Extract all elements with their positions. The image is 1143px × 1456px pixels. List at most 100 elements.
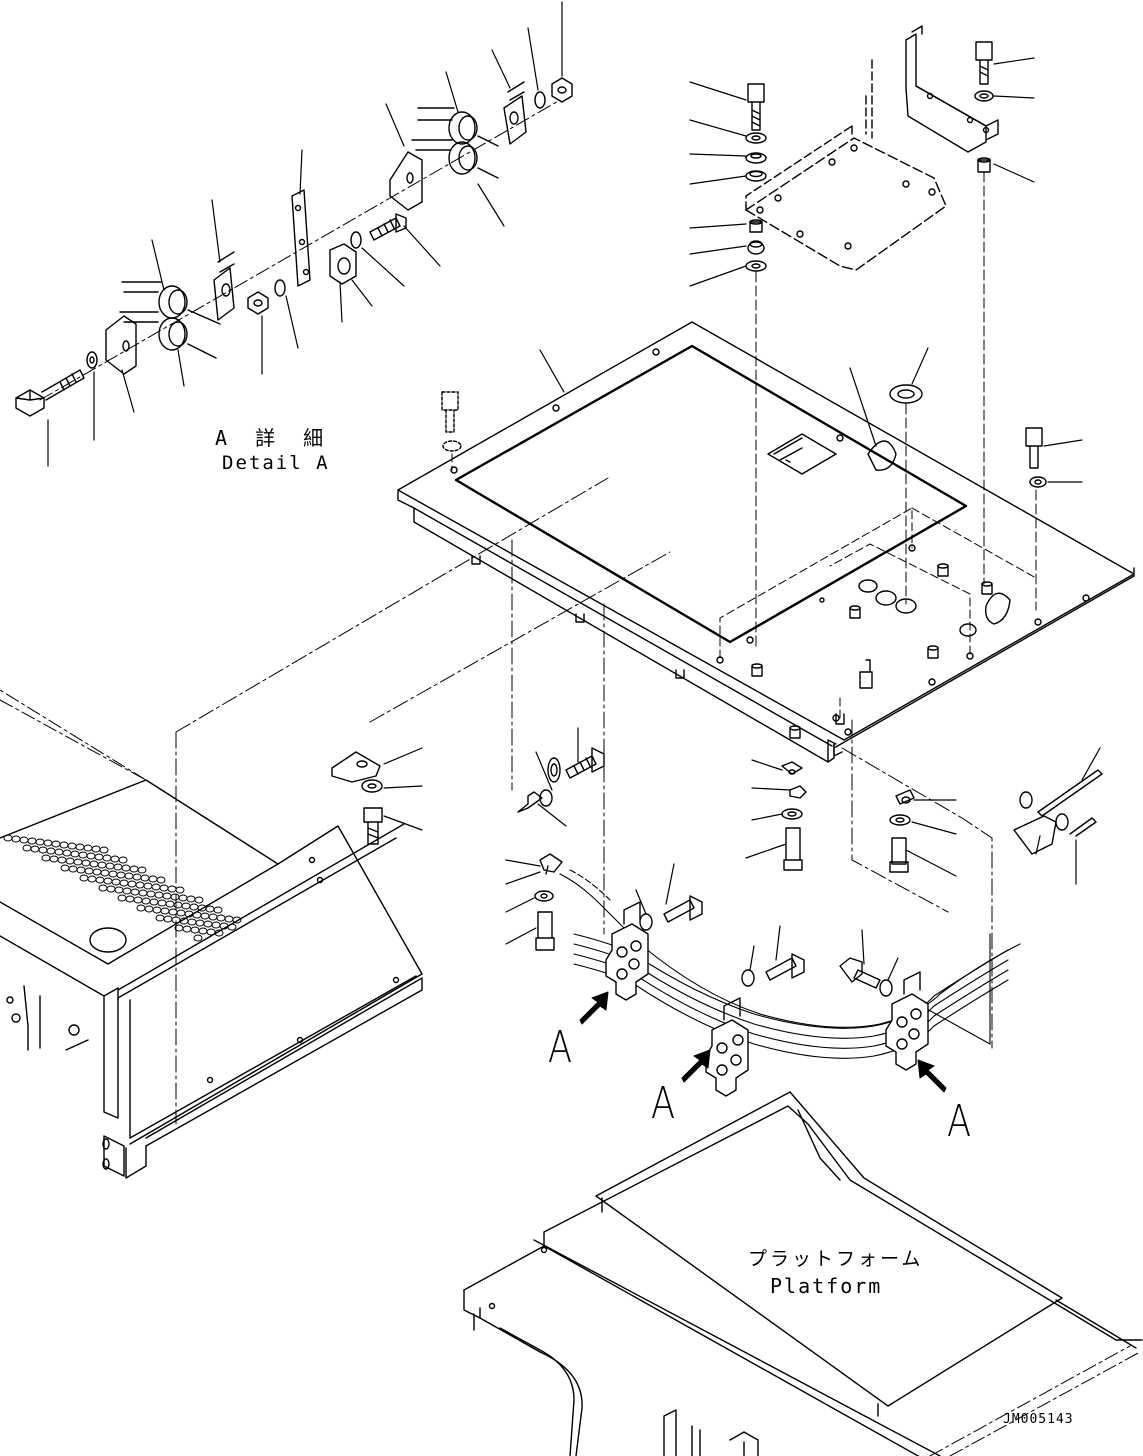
hose-fitting [540, 854, 562, 874]
perforation-hole [52, 841, 60, 847]
detail-clip-upper [390, 152, 422, 210]
detail-bolt-mid [370, 214, 406, 240]
perforation-hole [106, 863, 114, 869]
perforation-hole [96, 877, 104, 883]
perforation-hole [66, 858, 74, 864]
perforation-hole [123, 888, 131, 894]
perforation-hole [39, 847, 47, 853]
perforation-hole [134, 897, 142, 903]
clamp-blocks [606, 902, 928, 1096]
perforation-hole [90, 861, 98, 867]
view-marker-a-2: A [651, 1078, 676, 1129]
perforation-hole [176, 887, 184, 893]
perforation-hole [233, 917, 241, 923]
perforation-hole [160, 885, 168, 891]
perforation-holes [4, 835, 241, 941]
perforation-hole [60, 842, 68, 848]
detail-washer-3 [351, 232, 361, 248]
perforation-hole [99, 885, 107, 891]
perforation-hole [131, 889, 139, 895]
detail-nut-upper [552, 78, 572, 102]
upper-cover-plate [746, 60, 946, 270]
perforation-hole [82, 860, 90, 866]
detail-grommets-upper [412, 108, 498, 178]
floor-panel [398, 322, 1134, 762]
perforation-hole [107, 886, 115, 892]
perforation-hole [74, 859, 82, 865]
clamp-block-1 [606, 902, 648, 1000]
perforation-hole [114, 864, 122, 870]
perforation-hole [126, 896, 134, 902]
hose-clamp [518, 792, 542, 812]
perforation-hole [193, 912, 201, 918]
perforation-hole [201, 913, 209, 919]
detail-grommets-lower [120, 282, 220, 358]
perforation-hole [128, 881, 136, 887]
figure-number: JM005143 [1003, 1412, 1074, 1427]
perforation-hole [12, 836, 20, 842]
perforation-hole [130, 866, 138, 872]
perforation-hole [163, 893, 171, 899]
perforation-hole [164, 916, 172, 922]
perforation-hole [158, 900, 166, 906]
perforation-hole [207, 929, 215, 935]
lower-leader-lines [384, 728, 1100, 980]
detail-clip [106, 316, 136, 374]
perforation-hole [76, 844, 84, 850]
detail-a-label-english: Detail A [222, 452, 330, 474]
perforation-hole [85, 868, 93, 874]
perforation-hole [191, 927, 199, 933]
perforation-hole [28, 838, 36, 844]
perforation-hole [119, 857, 127, 863]
grommet-cutout [986, 593, 1010, 624]
perforation-hole [206, 906, 214, 912]
perforation-hole [23, 845, 31, 851]
perforation-hole [44, 840, 52, 846]
perforation-hole [188, 919, 196, 925]
perforation-hole [98, 862, 106, 868]
view-marker-a-3: A [947, 1096, 972, 1147]
perforation-hole [157, 877, 165, 883]
perforation-hole [122, 865, 130, 871]
clamp-block-2 [706, 998, 748, 1096]
view-arrows [580, 992, 946, 1092]
perforation-hole [111, 856, 119, 862]
detail-nut [248, 292, 268, 314]
perforation-hole [136, 882, 144, 888]
perforation-hole [125, 873, 133, 879]
perforation-hole [133, 874, 141, 880]
perforation-hole [194, 935, 202, 941]
lower-fasteners [332, 748, 1102, 996]
perforation-hole [100, 847, 108, 853]
detail-bolt-long [16, 370, 84, 416]
perforation-hole [196, 920, 204, 926]
perforation-hole [68, 843, 76, 849]
perforation-hole [199, 928, 207, 934]
grommet-top [868, 441, 896, 470]
perforation-hole [156, 915, 164, 921]
perforation-hole [138, 867, 146, 873]
perforation-hole [36, 839, 44, 845]
perforation-hole [104, 878, 112, 884]
perforation-hole [142, 898, 150, 904]
detail-spring-clip [214, 252, 234, 320]
perforation-hole [101, 870, 109, 876]
perforation-hole [71, 851, 79, 857]
panel-studs [472, 556, 992, 738]
perforation-hole [88, 876, 96, 882]
perforation-hole [139, 890, 147, 896]
view-arrow-2 [682, 1050, 710, 1082]
perforation-hole [103, 855, 111, 861]
support-plate [1014, 816, 1056, 854]
detail-washer-2 [275, 280, 285, 296]
perforation-hole [58, 857, 66, 863]
perforation-hole [195, 897, 203, 903]
perforation-hole [150, 899, 158, 905]
perforation-hole [168, 886, 176, 892]
platform-outline [464, 1092, 1142, 1456]
perforation-hole [93, 869, 101, 875]
perforation-hole [63, 850, 71, 856]
perforated-side-panel [0, 690, 422, 1178]
